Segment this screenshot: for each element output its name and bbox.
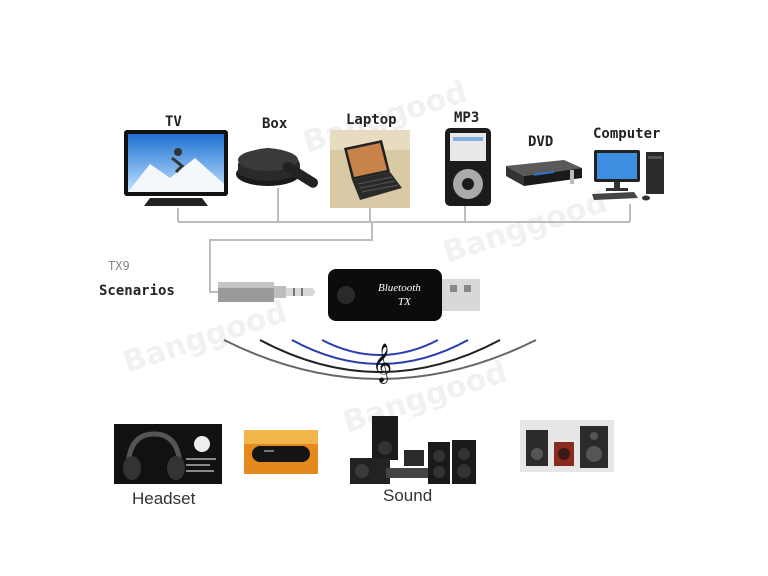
device-label-tv: TV — [165, 114, 182, 130]
desktop-speakers-image — [520, 420, 614, 472]
scenarios-label: Scenarios — [99, 283, 175, 299]
dongle-text-bluetooth: Bluetooth — [378, 282, 421, 294]
dvd-player-icon — [506, 160, 582, 186]
device-label-laptop: Laptop — [346, 112, 397, 128]
device-label-dvd: DVD — [528, 134, 554, 150]
home-theater-image — [350, 416, 476, 484]
model-label: TX9 — [108, 259, 130, 273]
dongle-text-tx: TX — [398, 296, 411, 308]
computer-icon — [592, 150, 664, 201]
output-label-headset: Headset — [132, 489, 196, 508]
device-label-mp3: MP3 — [454, 110, 480, 126]
tv-icon — [124, 130, 228, 206]
sound-waves: 𝄞 — [223, 339, 537, 384]
output-label-sound: Sound — [383, 486, 433, 505]
audio-jack-icon — [218, 282, 315, 302]
mp3-player-icon — [445, 128, 491, 206]
tv-box-icon — [236, 148, 319, 188]
portable-speaker-image — [244, 430, 318, 474]
headset-image — [114, 424, 222, 484]
laptop-icon — [330, 130, 410, 208]
music-note-icon: 𝄞 — [372, 343, 392, 384]
bluetooth-dongle: Bluetooth TX — [326, 265, 482, 323]
device-label-computer: Computer — [593, 126, 661, 142]
device-label-box: Box — [262, 116, 288, 132]
